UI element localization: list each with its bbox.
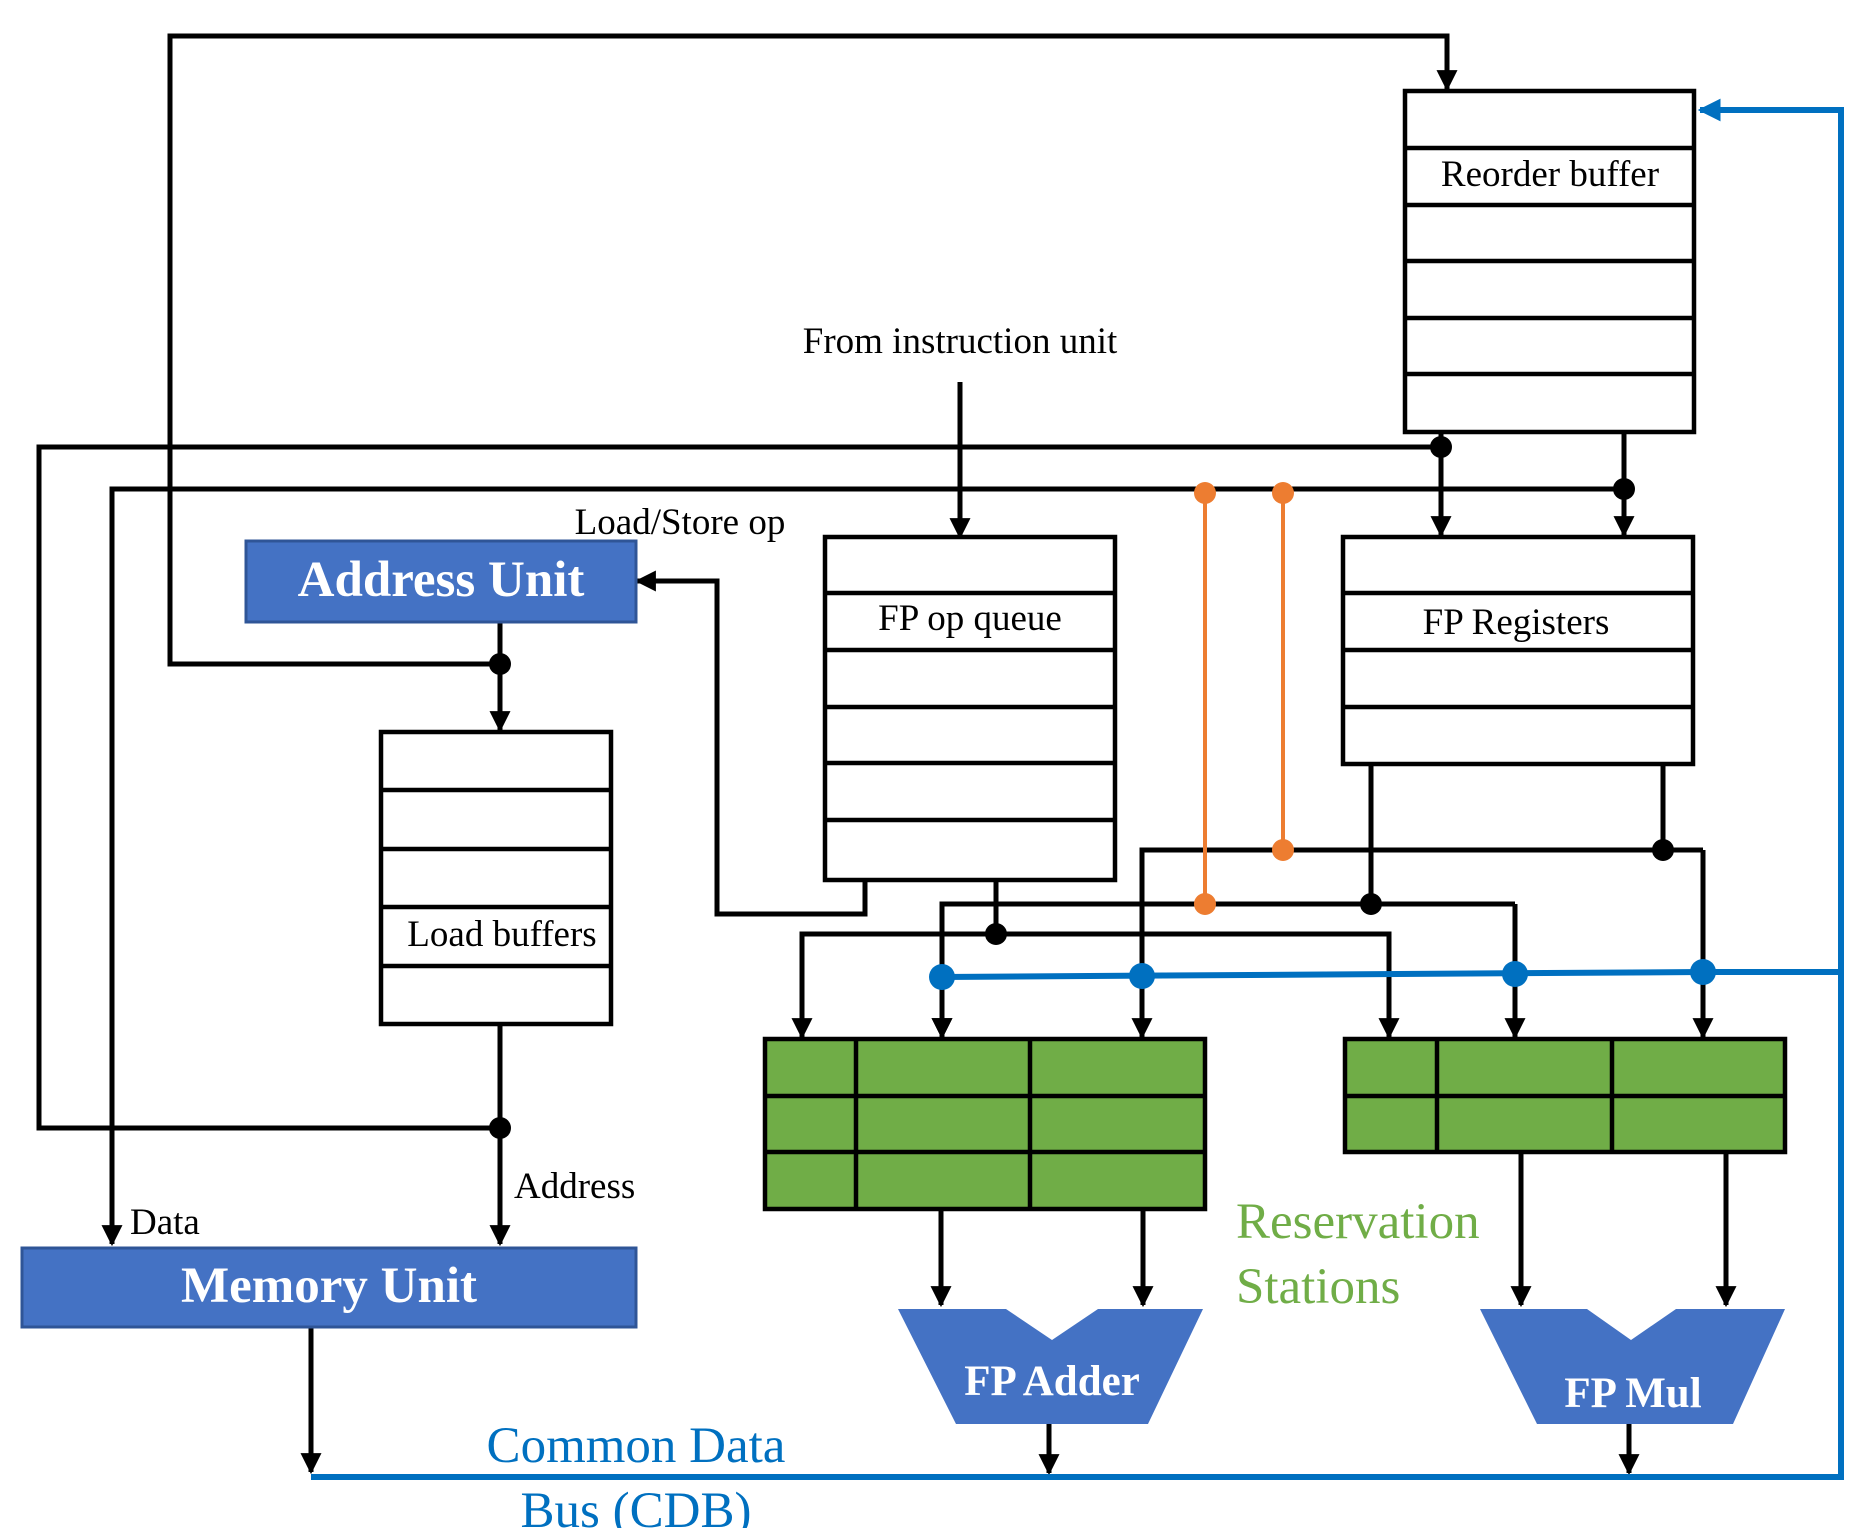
wire-data-to-memory <box>101 486 1623 1247</box>
dot-rob-left <box>1430 436 1452 458</box>
address-unit: Address Unit <box>244 539 638 624</box>
wire-queue-to-address-unit <box>634 570 868 917</box>
cdb-main-line <box>311 98 1844 1480</box>
adder-rs-box <box>762 1036 1208 1212</box>
dot-orange-left-bottom <box>1194 893 1216 915</box>
fp-op-queue-label: FP op queue <box>878 598 1062 639</box>
cdb-label-line1: Common Data <box>487 1418 786 1474</box>
wire-registers-to-rs-b <box>1131 847 1703 1040</box>
address-unit-box <box>244 539 638 624</box>
dot-address-unit <box>489 653 511 675</box>
wire-queue-to-mul-rs <box>996 931 1400 1040</box>
wire-queue-to-adder-rs <box>791 931 996 1040</box>
orange-links <box>1203 493 1285 904</box>
fp-mul: FP Mul <box>1480 1309 1785 1424</box>
dot-orange-left-top <box>1194 482 1216 504</box>
reorder-buffer-label: Reorder buffer <box>1441 154 1659 195</box>
dot-cdb-3 <box>1502 961 1528 987</box>
adder-reservation-stations <box>762 1036 1208 1212</box>
data-label: Data <box>130 1202 200 1243</box>
fp-adder-shape <box>898 1309 1203 1424</box>
junction-dots <box>489 436 1716 1139</box>
dot-orange-right-bottom <box>1272 839 1294 861</box>
dot-rob-right <box>1613 478 1635 500</box>
fp-adder-label: FP Adder <box>964 1358 1140 1405</box>
fp-mul-label: FP Mul <box>1564 1370 1701 1417</box>
reservation-label: Reservation <box>1236 1194 1480 1250</box>
wire-registers-to-rs-a <box>931 901 1515 1040</box>
dot-queue <box>985 923 1007 945</box>
fp-registers-label: FP Registers <box>1423 602 1610 643</box>
memory-unit: Memory Unit <box>20 1246 638 1329</box>
dot-cdb-1 <box>929 964 955 990</box>
mul-reservation-stations <box>1342 1036 1788 1155</box>
load-buffers: Load buffers <box>378 729 614 1027</box>
wire-rob-outer-loop <box>36 444 1444 1131</box>
dot-load-buffers <box>489 1117 511 1139</box>
fp-mul-shape <box>1480 1309 1785 1424</box>
dot-registers-right <box>1652 839 1674 861</box>
wire-address-to-rob <box>167 33 1458 667</box>
dot-cdb-4 <box>1690 959 1716 985</box>
dot-orange-right-top <box>1272 482 1294 504</box>
fp-registers: FP Registers <box>1340 534 1696 767</box>
memory-unit-label: Memory Unit <box>181 1258 477 1314</box>
from-instruction-unit-label: From instruction unit <box>803 321 1118 362</box>
cdb-label-line2: Bus (CDB) <box>521 1483 752 1528</box>
fp-adder: FP Adder <box>898 1309 1203 1424</box>
stations-label: Stations <box>1236 1259 1400 1315</box>
memory-unit-box <box>20 1246 638 1329</box>
load-buffers-box <box>378 729 614 1027</box>
load-buffers-label: Load buffers <box>407 914 596 955</box>
address-label: Address <box>514 1166 635 1207</box>
fp-op-queue: FP op queue <box>822 534 1118 883</box>
dot-registers-left <box>1360 893 1382 915</box>
load-store-op-label: Load/Store op <box>575 502 786 543</box>
address-unit-label: Address Unit <box>298 552 585 608</box>
dot-cdb-2 <box>1129 963 1155 989</box>
reorder-buffer: Reorder buffer <box>1402 88 1697 435</box>
